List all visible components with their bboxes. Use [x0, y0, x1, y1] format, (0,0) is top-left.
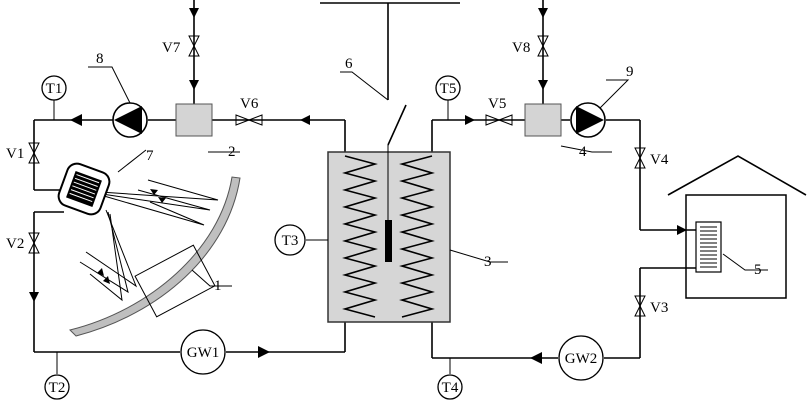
storage-tank-3	[327, 151, 451, 323]
callout-2: 2	[228, 144, 236, 160]
v7-label: V7	[162, 40, 181, 56]
valve-v7	[188, 35, 200, 57]
valve-v8	[537, 35, 549, 57]
v5-label: V5	[488, 96, 506, 112]
pump-9	[570, 102, 606, 138]
sensor-gw1: GW1	[180, 329, 226, 375]
gw1-label: GW1	[187, 345, 220, 361]
box-2	[175, 103, 213, 137]
pump-8	[112, 102, 148, 138]
valve-v1	[28, 142, 40, 164]
t1-label: T1	[46, 81, 63, 97]
solar-receiver-7	[57, 162, 111, 216]
valve-v3	[634, 295, 646, 317]
sensor-t5: T5	[435, 75, 461, 101]
t4-label: T4	[442, 380, 459, 396]
box-4	[524, 103, 562, 137]
v2-label: V2	[6, 236, 24, 252]
v1-label: V1	[6, 146, 24, 162]
callout-3: 3	[484, 254, 492, 270]
sensor-t3: T3	[274, 224, 306, 256]
v8-label: V8	[512, 40, 530, 56]
valve-v2	[28, 232, 40, 254]
sensor-t1: T1	[41, 75, 67, 101]
t2-label: T2	[49, 380, 66, 396]
sensor-t4: T4	[437, 374, 463, 400]
gw2-label: GW2	[565, 351, 598, 367]
radiator-5	[695, 221, 722, 273]
callout-6: 6	[345, 56, 353, 72]
sensor-gw2: GW2	[558, 335, 604, 381]
callout-9: 9	[626, 64, 634, 80]
v3-label: V3	[650, 300, 668, 316]
right-loop-piping	[431, 0, 696, 374]
callout-4: 4	[579, 144, 587, 160]
electric-switch-6	[320, 2, 460, 146]
v6-label: V6	[240, 96, 259, 112]
v4-label: V4	[650, 152, 669, 168]
valve-v4	[634, 147, 646, 169]
valve-v5	[485, 114, 513, 126]
callout-5: 5	[754, 262, 762, 278]
callout-leaders	[88, 66, 768, 287]
valve-v6	[235, 114, 263, 126]
callout-8: 8	[96, 51, 104, 67]
t5-label: T5	[440, 81, 457, 97]
callout-7: 7	[146, 148, 154, 164]
light-rays	[79, 179, 219, 302]
house	[667, 155, 807, 299]
sensor-t2: T2	[44, 374, 70, 400]
t3-label: T3	[282, 233, 299, 249]
parabolic-concentrator-1	[69, 176, 241, 337]
callout-1: 1	[214, 278, 222, 294]
left-loop-piping	[29, 0, 346, 374]
